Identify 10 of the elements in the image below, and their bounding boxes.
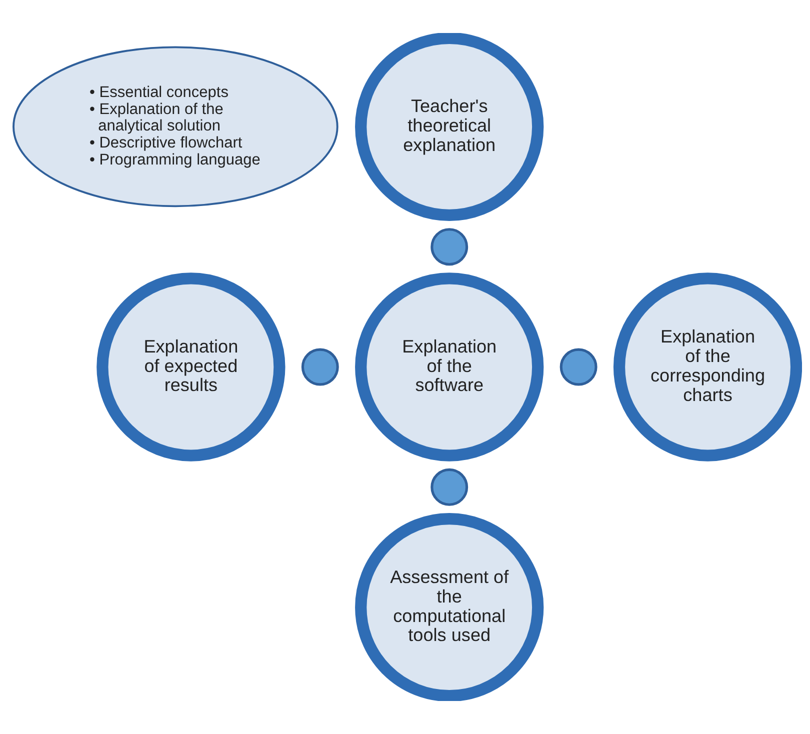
node-circle xyxy=(430,468,468,506)
node-circle xyxy=(560,348,598,386)
node-circle: Explanation of the software xyxy=(355,272,544,462)
node-circle: Explanation of the corresponding charts xyxy=(613,272,802,462)
node-circle: Teacher's theoretical explanation xyxy=(355,33,544,221)
node-circle xyxy=(301,348,339,386)
node-ellipse: • Essential concepts • Explanation of the analytical solution • Descriptive flowchart • Programming language xyxy=(12,46,338,208)
node-circle: Assessment of the computational tools used xyxy=(355,513,544,701)
node-circle xyxy=(430,228,468,266)
node-circle: Explanation of expected results xyxy=(96,272,286,462)
